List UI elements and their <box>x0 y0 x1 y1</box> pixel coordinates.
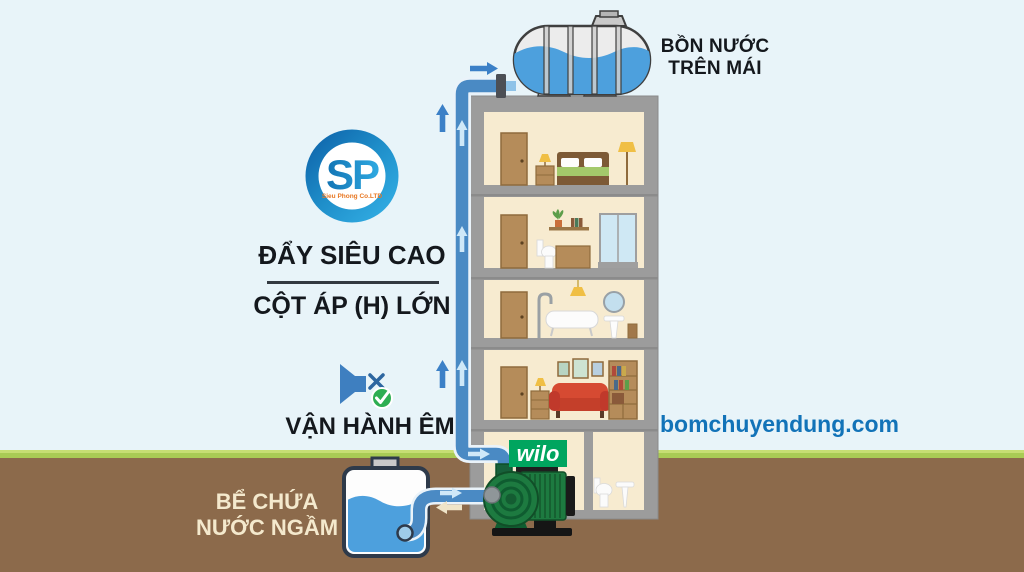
bedroom-floor <box>500 132 636 186</box>
flow-arrows <box>436 62 498 514</box>
underground-tank-label-line1: BỂ CHỨA <box>215 489 319 514</box>
living-room-floor <box>500 358 638 420</box>
feature-high-push-label: ĐẨY SIÊU CAO <box>258 240 446 270</box>
roof-water-tank <box>512 10 652 97</box>
pump-brand-badge: wilo <box>509 440 567 467</box>
roof-tank-label-line2: TRÊN MÁI <box>668 58 762 80</box>
basement-bathroom <box>593 477 635 508</box>
feature-pressure-head-label: CỘT ÁP (H) LỚN <box>253 292 451 320</box>
speaker-muted-check-icon <box>340 364 393 409</box>
underground-tank-label-line2: NƯỚC NGẦM <box>195 514 339 540</box>
sp-logo: SP Sieu Phong Co.LTD <box>305 129 399 223</box>
discharge-riser-pipe <box>453 74 516 472</box>
website-text: bomchuyendung.com <box>660 411 899 437</box>
arrow-up-icon <box>436 104 449 132</box>
roof-tank-label-line1: BỒN NƯỚC <box>660 36 770 57</box>
sp-logo-subtext: Sieu Phong Co.LTD <box>322 193 382 200</box>
lower-bathroom-floor <box>500 280 638 339</box>
arrow-up-icon <box>456 360 468 386</box>
arrow-right-icon <box>470 62 498 75</box>
arrow-right-icon <box>440 487 462 499</box>
pump-brand-text: wilo <box>517 441 560 466</box>
feature-divider-line <box>267 281 439 284</box>
arrow-left-icon <box>436 501 462 514</box>
upper-bathroom-floor <box>500 209 638 269</box>
arrow-up-icon <box>456 226 468 252</box>
arrow-up-icon <box>456 120 468 146</box>
arrow-up-icon <box>436 360 449 388</box>
roof-tank-label: BỒN NƯỚC TRÊN MÁI <box>652 36 778 81</box>
water-pump <box>483 452 575 536</box>
underground-tank-label: BỂ CHỨA NƯỚC NGẦM <box>182 489 352 541</box>
feature-quiet-operation-label: VẬN HÀNH ÊM <box>285 413 455 440</box>
arrow-right-icon <box>468 448 490 460</box>
sp-logo-text: SP <box>326 151 379 198</box>
suction-pipe <box>396 487 498 542</box>
